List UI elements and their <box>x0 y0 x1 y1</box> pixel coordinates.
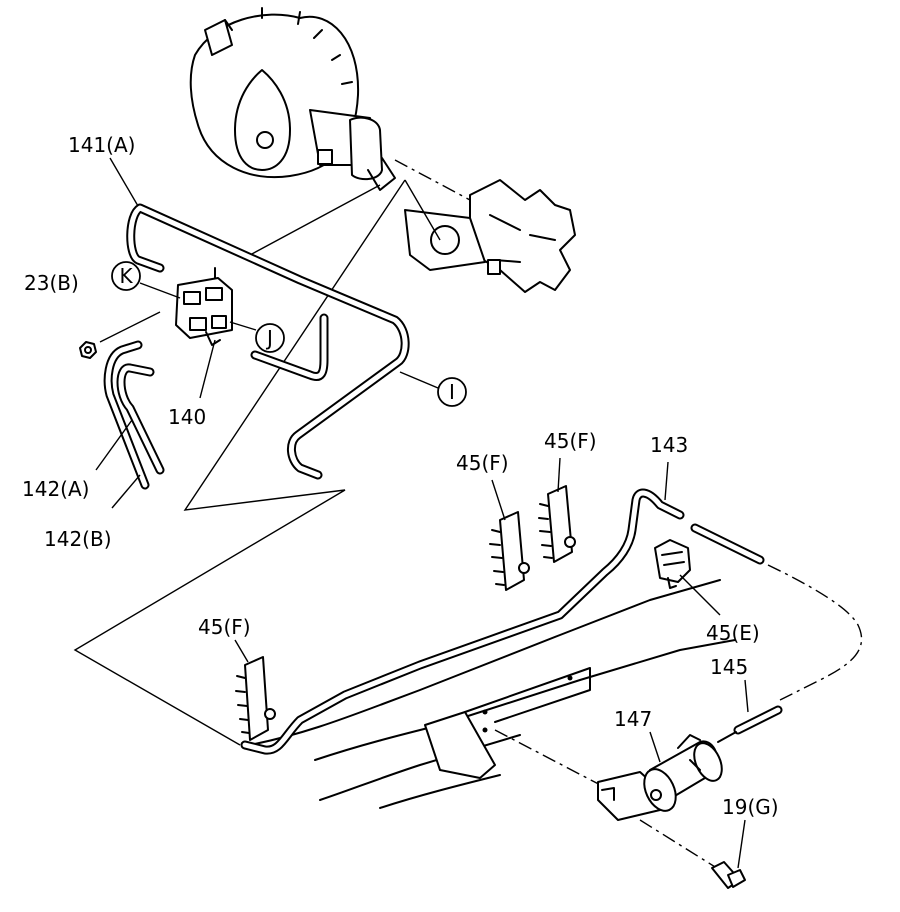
bracket-147 <box>597 734 723 821</box>
label-19g: 19(G) <box>722 795 779 819</box>
pipe-143 <box>240 488 765 755</box>
leader-45f-3 <box>234 639 249 663</box>
label-23b: 23(B) <box>24 271 79 295</box>
leader-k <box>139 282 181 299</box>
label-142b: 142(B) <box>44 527 112 551</box>
bolt-19g <box>711 861 746 889</box>
leader-45f-2 <box>557 457 561 493</box>
pipe-141a <box>126 203 410 480</box>
leader-140 <box>199 339 216 399</box>
centerline-bolt <box>639 819 721 871</box>
leader-145 <box>744 679 749 713</box>
label-145: 145 <box>710 655 748 679</box>
centerline-hose <box>767 564 863 701</box>
label-147: 147 <box>614 707 652 731</box>
marker-i-label: I <box>449 380 455 404</box>
pipe-branch-j <box>250 313 329 381</box>
label-45f-3: 45(F) <box>198 615 251 639</box>
leader-143 <box>664 461 669 501</box>
hose-145 <box>717 705 783 743</box>
clip-45f-1 <box>489 511 530 591</box>
leader-142a <box>95 419 133 471</box>
label-142a: 142(A) <box>22 477 89 501</box>
marker-k-label: K <box>119 264 133 288</box>
clip-45f-3 <box>235 656 276 741</box>
leader-147 <box>649 731 661 763</box>
marker-j-label: J <box>265 326 273 350</box>
centerline-axle <box>394 159 471 201</box>
label-45e: 45(E) <box>706 621 760 645</box>
centerline-bracket <box>494 729 611 791</box>
label-141a: 141(A) <box>68 133 135 157</box>
label-143: 143 <box>650 433 688 457</box>
frame-rail <box>249 579 736 809</box>
leader-23b <box>99 311 161 343</box>
leader-45e <box>679 574 721 616</box>
axle-differential <box>189 7 576 293</box>
leader-i <box>399 371 439 389</box>
leader-45f-1 <box>491 479 506 521</box>
connector-140 <box>175 267 233 346</box>
marker-k: K <box>111 261 141 291</box>
marker-j: J <box>255 323 285 353</box>
leader-142b <box>111 474 141 509</box>
label-45f-2: 45(F) <box>544 429 597 453</box>
nut-23b <box>79 341 97 359</box>
clip-45e <box>654 539 691 589</box>
guide-lines-axle <box>73 179 441 746</box>
leader-141a <box>109 157 139 207</box>
label-45f-1: 45(F) <box>456 451 509 475</box>
marker-i: I <box>437 377 467 407</box>
leader-j <box>229 321 257 331</box>
pipe-142 <box>103 340 165 490</box>
leader-19g <box>737 819 746 869</box>
label-140: 140 <box>168 405 206 429</box>
clip-45f-2 <box>538 485 576 563</box>
